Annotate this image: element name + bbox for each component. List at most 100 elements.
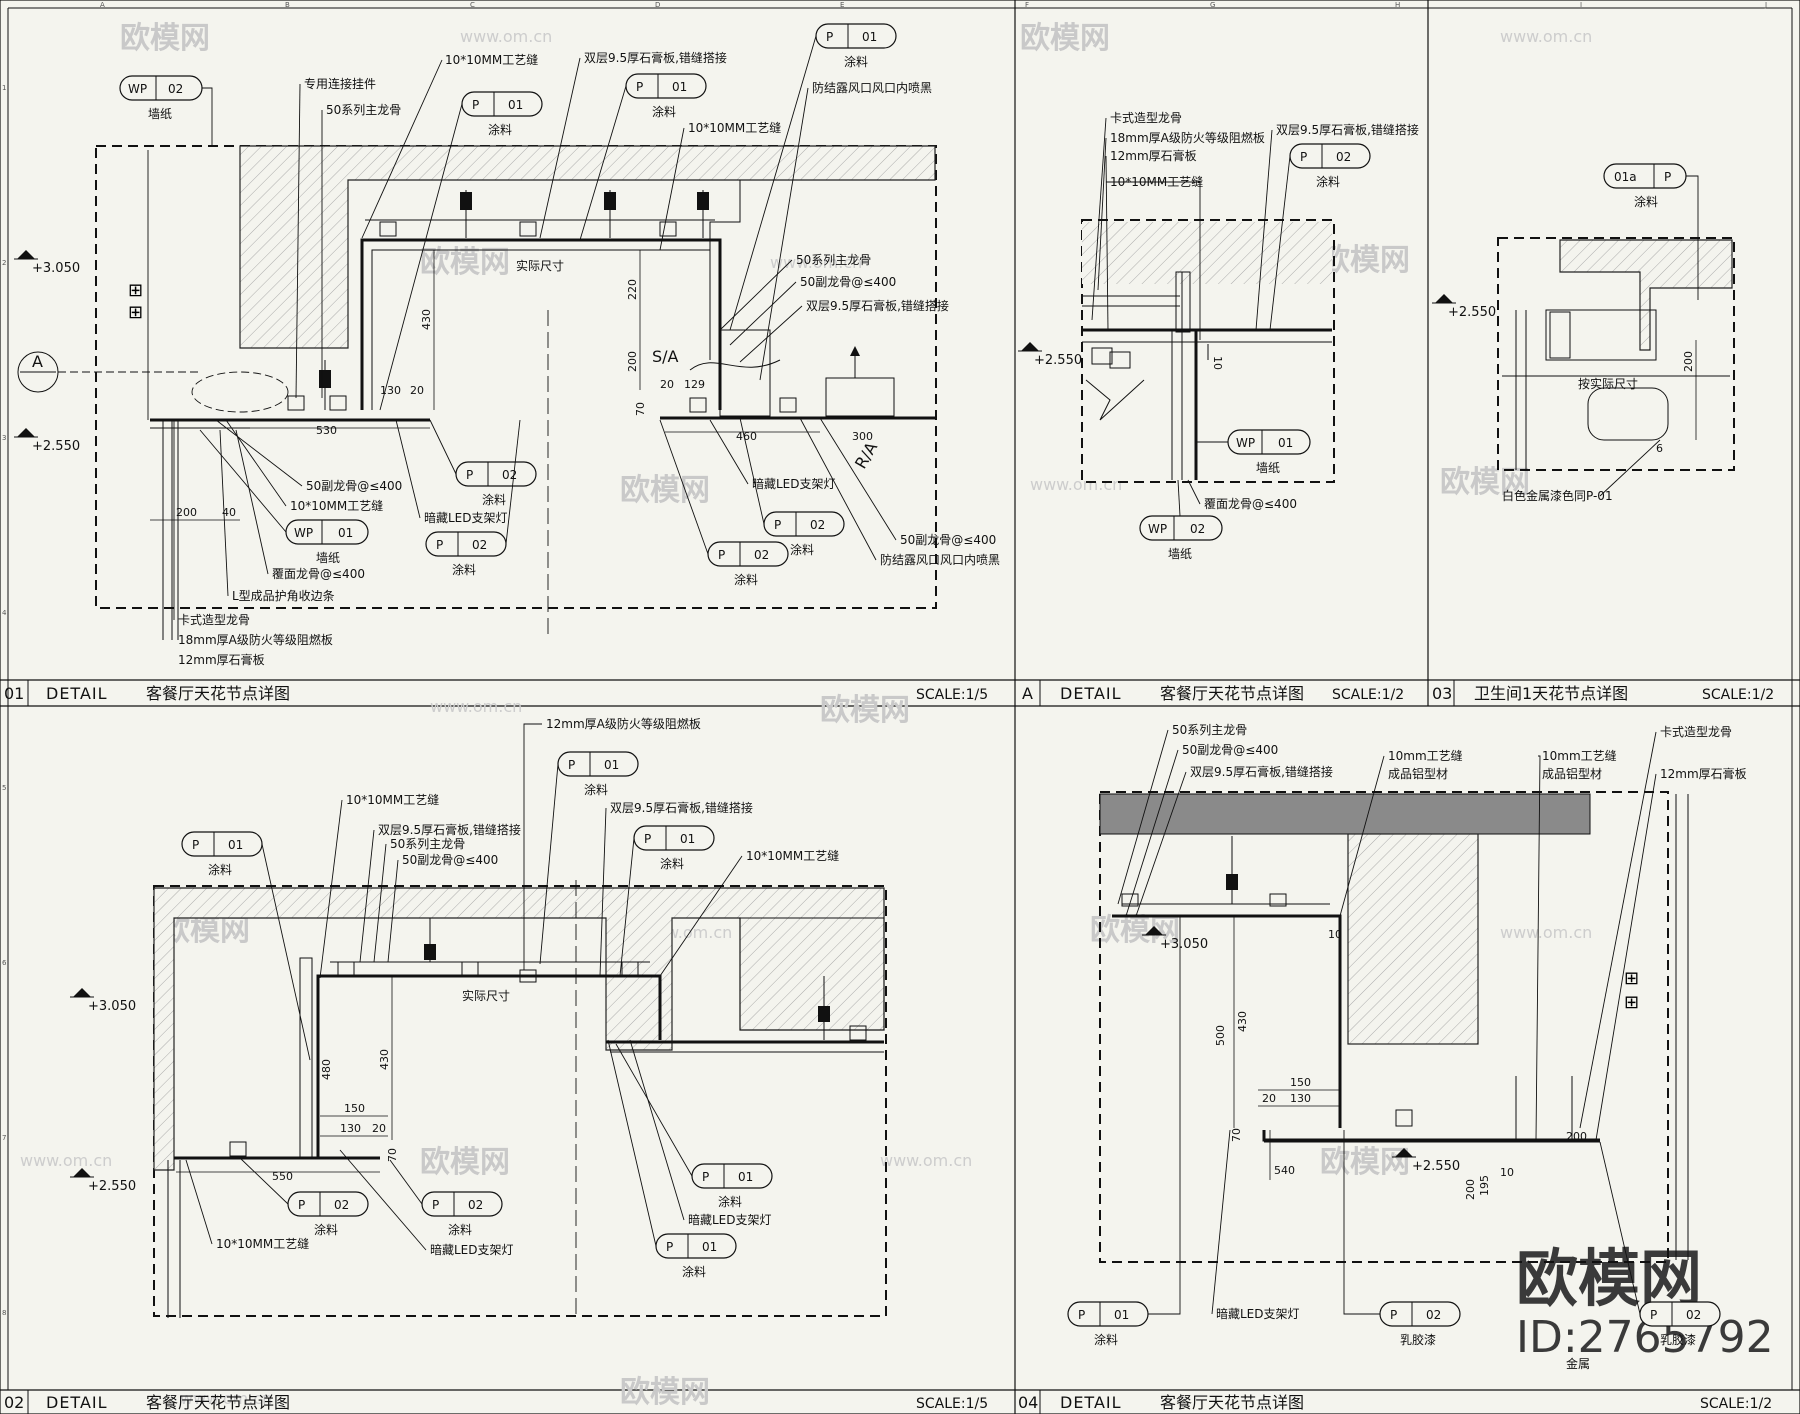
runner-clip [1091,347,1113,365]
gypsum-board-upper [360,238,722,410]
wm-url: www.om.cn [1500,27,1592,46]
tag-caption: 墙纸 [1168,547,1192,561]
wm-brand: 欧模网 [1020,21,1110,56]
leader-line [339,1149,427,1251]
annotation: 双层9.5厚石膏板,错缝搭接 [584,50,727,65]
leader-line [619,837,635,977]
panel-number: 03 [1432,684,1452,703]
tag-key: P [1300,150,1307,164]
section-mark-ra: R/A [851,439,881,472]
leader-line [395,419,421,519]
grid-label: 6 [2,959,7,967]
dim-500: 500 [1214,1025,1227,1046]
tag-caption: 乳胶漆 [1660,1332,1696,1347]
leader-line [539,763,559,965]
tag-value: 01 [862,30,877,44]
leader-line [1686,175,1699,300]
dim-70: 70 [386,1148,399,1162]
tag-key: 01a [1614,170,1637,184]
led-fixture [779,397,797,413]
annotation: 成品铝型材 [1388,766,1448,781]
material-tag-p01: P 01 涂料 [1067,916,1181,1347]
airflow-arrow [689,359,781,371]
leader-line [1599,1141,1641,1315]
ceiling-board [1262,1130,1600,1142]
wm-brand: 欧模网 [1320,1145,1410,1180]
leader-line [819,417,897,541]
annotation: 成品铝型材 [1542,766,1602,781]
annotation: 12mm厚石膏板 [1660,766,1747,781]
runner-clip [659,221,677,237]
hanger-clip [319,370,331,388]
leader-line [319,799,343,979]
material-tag-p02: P 02 涂料 [659,419,789,587]
wm-brand: 欧模网 [1440,465,1530,500]
material-tag-p01: P 01 涂料 [615,1043,773,1209]
runner-clip [519,221,537,237]
tag-value: 02 [502,468,517,482]
elevation-top: +3.050 [88,999,136,1014]
hanger-clip [604,192,616,210]
material-tag-p02: P 02 涂料 [739,417,845,557]
material-tag-wp01: WP 01 墙纸 [1196,429,1311,475]
tag-key: P [436,538,443,552]
tag-caption: 涂料 [488,122,512,137]
tag-caption: 涂料 [718,1194,742,1209]
elevation: +2.550 [1034,353,1082,368]
tag-value: 02 [468,1198,483,1212]
tag-value: 02 [1426,1308,1441,1322]
tag-value: 01 [228,838,243,852]
leader-line [215,419,303,487]
tag-caption: 涂料 [482,492,506,507]
socket-icon: ⊞ [1624,992,1639,1013]
leader-line [379,103,463,411]
tag-value: 01 [604,758,619,772]
tag-key: P [718,548,725,562]
leader-line [389,1159,423,1205]
leader-line [1255,129,1273,331]
material-tag-p02: P 02 乳胶漆 [1343,1130,1461,1347]
dim-200: 200 [1682,351,1695,372]
wall-block [1347,833,1479,1045]
wm-brand: 欧模网 [420,245,510,280]
tag-caption: 涂料 [1634,194,1658,209]
leader-line [659,419,709,555]
annotation: 50副龙骨@≤400 [800,275,896,289]
tag-key: P [472,98,479,112]
leader-line [1091,117,1107,321]
material-tag-p02: P 02 涂料 [239,1157,369,1237]
wm-brand: 欧模网 [120,21,210,56]
tag-value: 02 [472,538,487,552]
tag-key: P [666,1240,673,1254]
dim-130: 130 [1290,1092,1311,1105]
material-tag-wp02: WP 02 墙纸 [1139,479,1223,561]
annotation: 双层9.5厚石膏板,错缝搭接 [1276,122,1419,137]
dim-20: 20 [1262,1092,1276,1105]
dim-430: 430 [1236,1011,1249,1032]
tag-caption: 涂料 [452,562,476,577]
panel-title: 客餐厅天花节点详图 [1160,684,1304,703]
tag-value: 01 [1114,1308,1129,1322]
runner-clip [519,969,537,983]
grid-label: 3 [2,434,6,442]
soffit-edge [709,180,741,360]
led-fixture [229,1141,247,1157]
material-tag-p02: P 02 涂料 [429,419,537,507]
leader-line [1599,439,1661,497]
dim-40: 40 [222,506,236,519]
leader-line [225,419,287,507]
annotation: L型成品护角收边条 [232,589,335,603]
leader-line [185,1159,213,1245]
dim-70: 70 [1230,1128,1243,1142]
tag-value: 01 [338,526,353,540]
detail-boundary [1497,237,1735,471]
dim-10b: 10 [1328,928,1342,941]
tag-key: P [1390,1308,1397,1322]
grid-label: 1 [2,84,6,92]
led-fixture [689,397,707,413]
detail-boundary [95,145,937,609]
detail-boundary [1099,791,1669,1263]
elevation: +2.550 [1448,305,1496,320]
leader-line [373,843,387,963]
leader-line [523,723,542,970]
